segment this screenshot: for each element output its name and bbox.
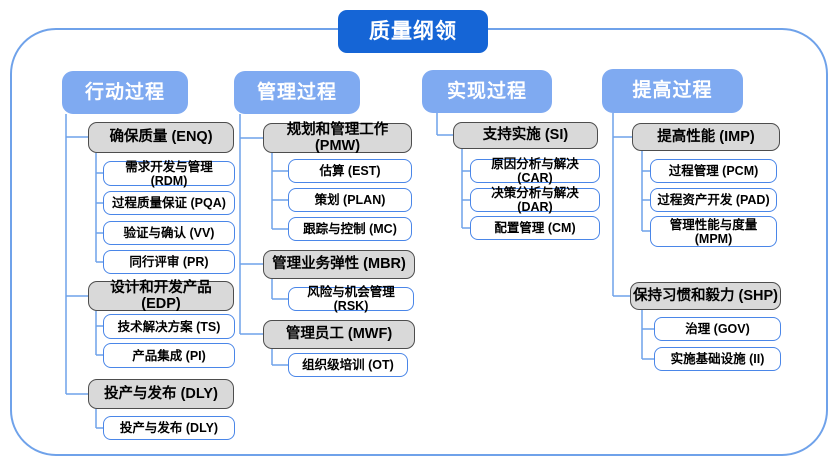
group-node-pmw: 规划和管理工作 (PMW)	[263, 122, 412, 154]
group-node-mbr: 管理业务弹性 (MBR)	[263, 250, 415, 279]
leaf-node-vv: 验证与确认 (VV)	[103, 221, 235, 245]
leaf-node-plan: 策划 (PLAN)	[288, 188, 412, 212]
group-node-si: 支持实施 (SI)	[453, 122, 598, 149]
leaf-node-pcm: 过程管理 (PCM)	[650, 159, 777, 183]
leaf-node-car: 原因分析与解决 (CAR)	[470, 157, 600, 185]
leaf-node-pr: 同行评审 (PR)	[103, 250, 235, 274]
leaf-node-ts: 技术解决方案 (TS)	[103, 314, 235, 339]
leaf-node-gov: 治理 (GOV)	[654, 317, 781, 341]
column-header-management-process: 管理过程	[234, 71, 360, 114]
leaf-node-est: 估算 (EST)	[288, 159, 412, 183]
leaf-node-rdm: 需求开发与管理 (RDM)	[103, 160, 235, 188]
diagram-title: 质量纲领	[338, 10, 488, 53]
group-node-dly: 投产与发布 (DLY)	[88, 379, 234, 409]
group-node-shp: 保持习惯和毅力 (SHP)	[630, 282, 781, 310]
leaf-node-ii: 实施基础设施 (II)	[654, 347, 781, 371]
leaf-node-pad: 过程资产开发 (PAD)	[650, 188, 777, 212]
leaf-node-pqa: 过程质量保证 (PQA)	[103, 191, 235, 215]
leaf-node-mc: 跟踪与控制 (MC)	[288, 217, 412, 241]
column-header-action-process: 行动过程	[62, 71, 188, 114]
leaf-node-dly: 投产与发布 (DLY)	[103, 416, 235, 440]
group-node-mwf: 管理员工 (MWF)	[263, 320, 415, 349]
leaf-node-pi: 产品集成 (PI)	[103, 343, 235, 368]
leaf-node-rsk: 风险与机会管理 (RSK)	[288, 285, 414, 313]
leaf-node-mpm: 管理性能与度量 (MPM)	[650, 216, 777, 247]
group-node-edp: 设计和开发产品 (EDP)	[88, 280, 234, 312]
leaf-node-ot: 组织级培训 (OT)	[288, 353, 408, 377]
leaf-node-dar: 决策分析与解决 (DAR)	[470, 186, 600, 214]
column-header-improvement-process: 提高过程	[602, 69, 743, 113]
group-node-imp: 提高性能 (IMP)	[632, 123, 780, 151]
leaf-node-cm: 配置管理 (CM)	[470, 216, 600, 240]
column-header-implementation-process: 实现过程	[422, 70, 552, 113]
group-node-enq: 确保质量 (ENQ)	[88, 122, 234, 153]
